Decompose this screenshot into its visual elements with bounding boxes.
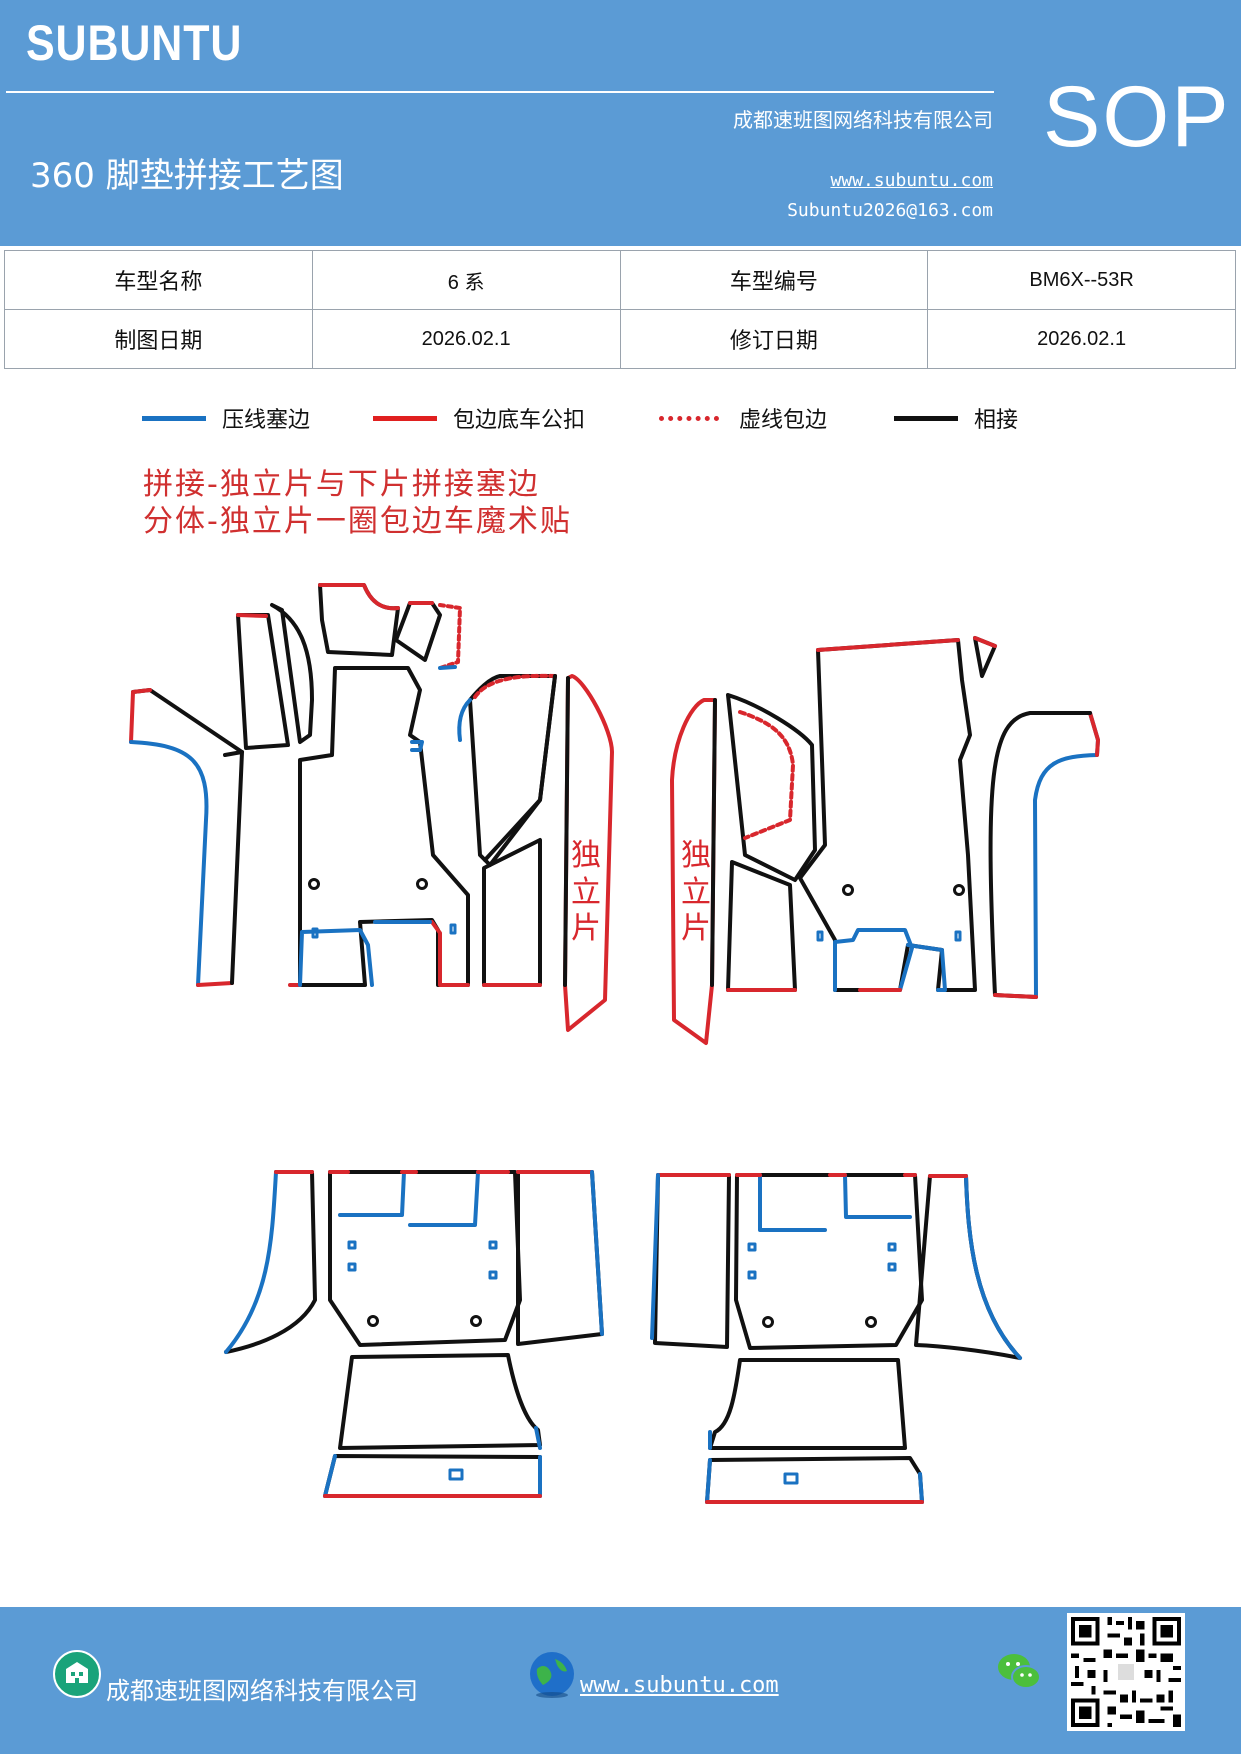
process-notes: 拼接-独立片与下片拼接塞边 分体-独立片一圈包边车魔术贴: [143, 466, 572, 540]
sop-badge: SOP: [1043, 69, 1231, 165]
footer-company-name: 成都速班图网络科技有限公司: [106, 1677, 418, 1705]
table-cell: 6 系: [311, 250, 621, 310]
legend-item-joined: 相接: [894, 402, 1018, 434]
legend-item-press-line: 压线塞边: [142, 402, 310, 434]
footer-banner: 成都速班图网络科技有限公司 www.subuntu.com: [0, 1607, 1241, 1754]
header-website-link[interactable]: www.subuntu.com: [830, 170, 993, 191]
header-company-name: 成都速班图网络科技有限公司: [733, 108, 993, 132]
brand-logo: SUBUNTU: [26, 15, 243, 71]
legend-label: 虚线包边: [739, 408, 828, 433]
document-title: 360 脚垫拼接工艺图: [30, 156, 344, 196]
globe-icon: [530, 1652, 574, 1698]
note-line: 拼接-独立片与下片拼接塞边: [143, 467, 540, 502]
legend-item-dotted-hem: 虚线包边: [659, 402, 827, 434]
independent-label-left-1: 独: [571, 838, 601, 873]
independent-label-right-2: 立: [681, 875, 711, 910]
table-cell: 修订日期: [619, 309, 929, 369]
legend-label: 包边底车公扣: [453, 408, 586, 433]
table-row: 车型名称 6 系 车型编号 BM6X--53R: [4, 250, 1236, 310]
vehicle-info-table: 车型名称 6 系 车型编号 BM6X--53R 制图日期 2026.02.1 修…: [4, 250, 1236, 369]
rear-left-mat-set: [224, 1170, 604, 1498]
rear-right-mat-set: [650, 1173, 1022, 1504]
qr-code-pattern: [1067, 1613, 1185, 1731]
legend-label: 压线塞边: [222, 408, 311, 433]
header-email: Subuntu2026@163.com: [787, 200, 993, 221]
line-legend: 压线塞边 包边底车公扣 虚线包边 相接: [0, 402, 1241, 438]
table-cell: 制图日期: [4, 309, 313, 369]
table-cell: 2026.02.1: [927, 309, 1236, 369]
header-divider: [6, 91, 994, 93]
front-left-mat-set: [129, 583, 614, 1032]
table-cell: 车型编号: [619, 250, 929, 310]
legend-swatch: [373, 415, 437, 421]
qr-code[interactable]: [1067, 1613, 1185, 1731]
table-row: 制图日期 2026.02.1 修订日期 2026.02.1: [4, 309, 1236, 369]
footer-website-link[interactable]: www.subuntu.com: [580, 1673, 779, 1698]
front-right-mat-set: [670, 636, 1100, 1045]
wechat-icon: [998, 1654, 1041, 1689]
floor-mat-diagram: 独 立 片 独 立 片: [129, 583, 1100, 1504]
building-icon: [53, 1650, 101, 1698]
independent-label-left-3: 片: [571, 911, 601, 946]
independent-label-left-2: 立: [571, 875, 601, 910]
table-cell: 车型名称: [4, 250, 313, 310]
legend-swatch: [142, 415, 206, 421]
independent-label-right-3: 片: [681, 911, 711, 946]
legend-label: 相接: [974, 408, 1019, 433]
independent-label-right-1: 独: [681, 838, 711, 873]
note-line: 分体-独立片一圈包边车魔术贴: [143, 504, 572, 539]
legend-item-hem-buckle: 包边底车公扣: [373, 402, 585, 434]
legend-swatch: [659, 415, 719, 421]
header-banner: SUBUNTU SOP 360 脚垫拼接工艺图 成都速班图网络科技有限公司 ww…: [0, 0, 1241, 246]
legend-swatch: [894, 415, 958, 421]
table-cell: BM6X--53R: [927, 250, 1236, 310]
table-cell: 2026.02.1: [311, 309, 621, 369]
